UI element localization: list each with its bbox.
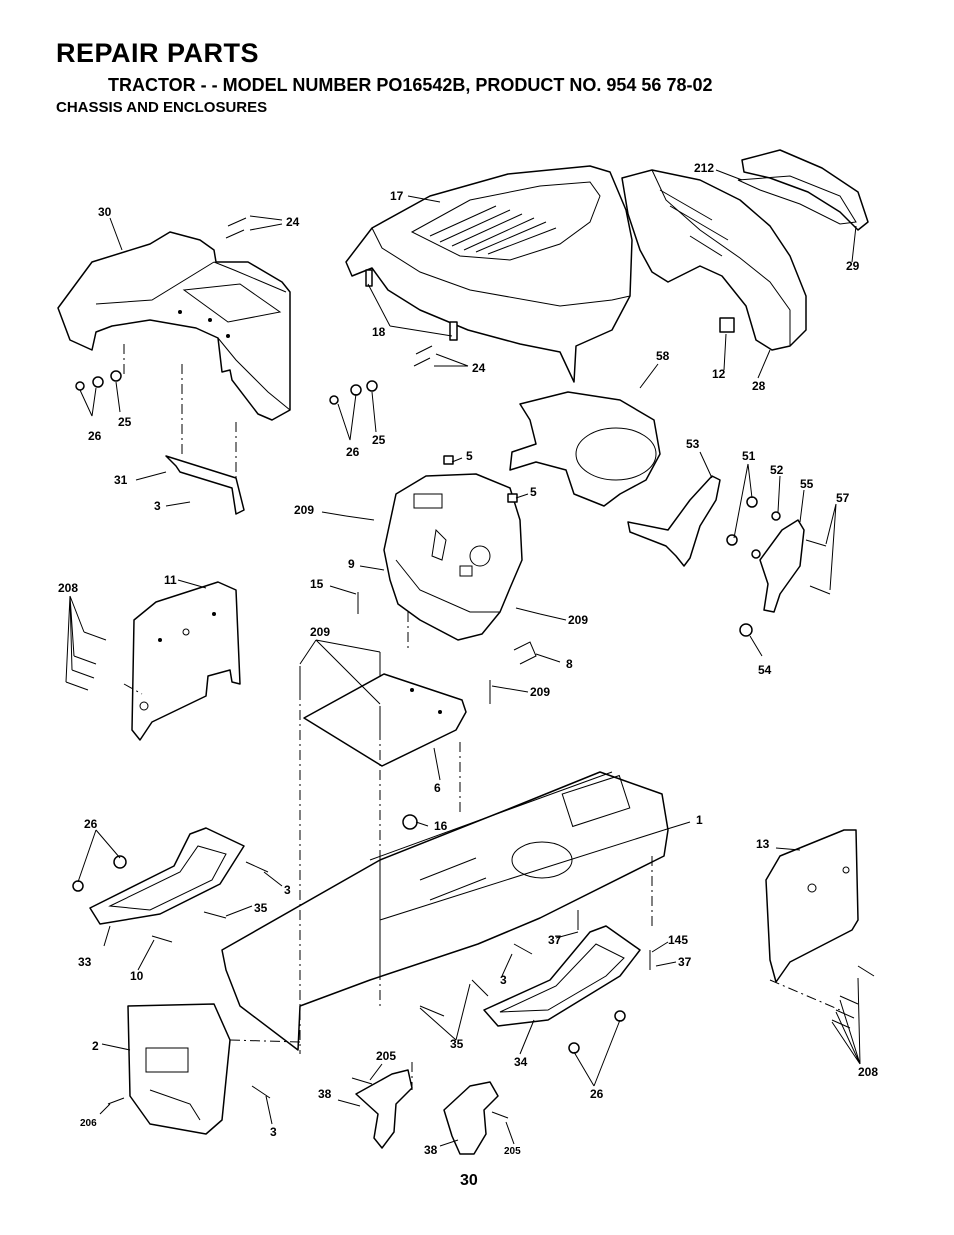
part-left-panel <box>131 581 241 741</box>
part-right-panel <box>765 829 859 983</box>
callout-208: 208 <box>858 1065 878 1079</box>
callout-26: 26 <box>346 445 360 459</box>
part-bracket-31 <box>165 455 245 515</box>
callout-12: 12 <box>712 367 726 381</box>
alignment-lines <box>123 344 841 1090</box>
callout-5: 5 <box>530 485 537 499</box>
callout-3: 3 <box>284 883 291 897</box>
callout-31: 31 <box>114 473 128 487</box>
callout-53: 53 <box>686 437 700 451</box>
callout-26: 26 <box>88 429 102 443</box>
part-hood <box>345 165 633 383</box>
callout-37: 37 <box>548 933 562 947</box>
part-shroud <box>509 391 661 507</box>
callout-3: 3 <box>270 1125 277 1139</box>
callout-5: 5 <box>466 449 473 463</box>
callout-13: 13 <box>756 837 770 851</box>
callout-205: 205 <box>376 1049 396 1063</box>
callout-6: 6 <box>434 781 441 795</box>
part-frame <box>221 771 669 1051</box>
part-rear-panel <box>127 1003 231 1135</box>
callout-52: 52 <box>770 463 784 477</box>
callout-55: 55 <box>800 477 814 491</box>
part-brackets-38 <box>355 1069 499 1155</box>
part-dash-panel <box>57 231 291 421</box>
callout-209: 209 <box>568 613 588 627</box>
callout-51: 51 <box>742 449 756 463</box>
callout-37: 37 <box>678 955 692 969</box>
callout-206: 206 <box>80 1118 97 1129</box>
callout-labels: 30 24 17 212 29 18 24 12 28 58 25 26 25 … <box>58 161 878 1157</box>
callout-10: 10 <box>130 969 144 983</box>
callout-209: 209 <box>530 685 550 699</box>
callout-209: 209 <box>310 625 330 639</box>
callout-3: 3 <box>500 973 507 987</box>
callout-28: 28 <box>752 379 766 393</box>
callout-11: 11 <box>164 573 177 587</box>
callout-33: 33 <box>78 955 92 969</box>
model-subtitle: TRACTOR - - MODEL NUMBER PO16542B, PRODU… <box>108 75 713 95</box>
part-footrest-left <box>89 827 245 925</box>
callout-208: 208 <box>58 581 78 595</box>
callout-26: 26 <box>590 1087 604 1101</box>
callout-145: 145 <box>668 933 688 947</box>
callout-209: 209 <box>294 503 314 517</box>
callout-35: 35 <box>450 1037 464 1051</box>
callout-57: 57 <box>836 491 850 505</box>
callout-25: 25 <box>118 415 132 429</box>
callout-8: 8 <box>566 657 573 671</box>
callout-54: 54 <box>758 663 772 677</box>
callout-38: 38 <box>424 1143 438 1157</box>
callout-24: 24 <box>286 215 300 229</box>
callout-3: 3 <box>154 499 161 513</box>
callout-15: 15 <box>310 577 324 591</box>
callout-18: 18 <box>372 325 386 339</box>
callout-35: 35 <box>254 901 268 915</box>
callout-29: 29 <box>846 259 860 273</box>
section-heading: CHASSIS AND ENCLOSURES <box>56 99 268 116</box>
callout-24: 24 <box>472 361 486 375</box>
callout-38: 38 <box>318 1087 332 1101</box>
part-dash-cover <box>383 473 523 641</box>
part-plate <box>303 673 467 767</box>
part-grille-housing <box>621 149 869 351</box>
hardware <box>65 217 875 1119</box>
callout-2: 2 <box>92 1039 99 1053</box>
callout-1: 1 <box>696 813 703 827</box>
callout-30: 30 <box>98 205 112 219</box>
page-title: REPAIR PARTS <box>56 38 260 68</box>
callout-25: 25 <box>372 433 386 447</box>
callout-16: 16 <box>434 819 448 833</box>
callout-26: 26 <box>84 817 98 831</box>
part-brackets-right <box>627 475 805 613</box>
leader-lines <box>65 169 861 1147</box>
callout-58: 58 <box>656 349 670 363</box>
callout-205: 205 <box>504 1146 521 1157</box>
callout-34: 34 <box>514 1055 528 1069</box>
callout-9: 9 <box>348 557 355 571</box>
callout-212: 212 <box>694 161 714 175</box>
page-number: 30 <box>460 1172 478 1189</box>
callout-17: 17 <box>390 189 404 203</box>
part-footrest-right <box>483 925 641 1027</box>
